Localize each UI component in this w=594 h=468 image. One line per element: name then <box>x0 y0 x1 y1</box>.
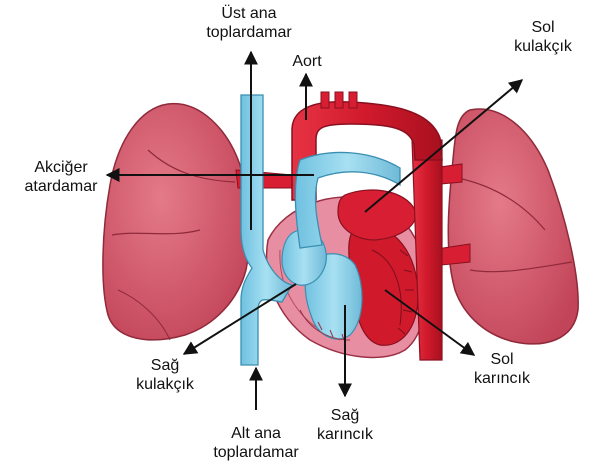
label-aort: Aort <box>282 52 332 71</box>
label-sag-karincik-line2: karıncık <box>302 425 388 444</box>
label-alt-ana-toplardamar-line1: Alt ana <box>200 424 312 443</box>
right-lung <box>448 109 578 344</box>
label-sag-kulakcik-line2: kulakçık <box>120 375 210 394</box>
label-sag-kulakcik: Sağ kulakçık <box>120 356 210 394</box>
label-sol-kulakcik-line2: kulakçık <box>500 37 586 56</box>
label-sol-karincik-line1: Sol <box>462 350 542 369</box>
label-alt-ana-toplardamar-line2: toplardamar <box>200 443 312 462</box>
label-akciger-atardamar-line1: Akciğer <box>18 158 104 177</box>
left-lung <box>103 104 249 340</box>
label-sol-kulakcik-line1: Sol <box>500 18 586 37</box>
label-sol-karincik: Sol karıncık <box>462 350 542 388</box>
label-ust-ana-toplardamar-line1: Üst ana <box>194 4 304 23</box>
label-sol-karincik-line2: karıncık <box>462 369 542 388</box>
label-sag-kulakcik-line1: Sağ <box>120 356 210 375</box>
label-alt-ana-toplardamar: Alt ana toplardamar <box>200 424 312 462</box>
label-akciger-atardamar-line2: atardamar <box>18 177 104 196</box>
label-sag-karincik: Sağ karıncık <box>302 406 388 444</box>
label-ust-ana-toplardamar-line2: toplardamar <box>194 23 304 42</box>
label-sag-karincik-line1: Sağ <box>302 406 388 425</box>
label-sol-kulakcik: Sol kulakçık <box>500 18 586 56</box>
label-akciger-atardamar: Akciğer atardamar <box>18 158 104 196</box>
label-ust-ana-toplardamar: Üst ana toplardamar <box>194 4 304 42</box>
